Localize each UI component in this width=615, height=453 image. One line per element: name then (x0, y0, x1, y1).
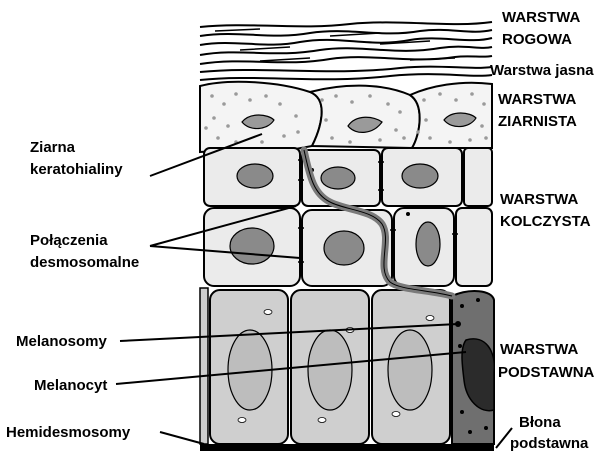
rogowa-label-1: WARSTWA (502, 9, 580, 26)
ziarna-label-2: keratohialiny (30, 161, 123, 178)
podstawna-label-1: WARSTWA (500, 341, 578, 358)
melanosomy-label: Melanosomy (16, 333, 108, 350)
blona-label-2: podstawna (510, 435, 589, 452)
ziarna-label-1: Ziarna (30, 139, 76, 156)
blona-label-1: Błona (519, 414, 561, 431)
ziarnista-label-1: WARSTWA (498, 91, 576, 108)
polaczenia-label-1: Połączenia (30, 232, 108, 249)
polaczenia-label-2: desmosomalne (30, 254, 139, 271)
cornified-layer (200, 22, 492, 72)
jasna-label: Warstwa jasna (490, 62, 594, 79)
hemidesmosomy-label: Hemidesmosomy (6, 424, 131, 441)
kolczysta-label-2: KOLCZYSTA (500, 213, 591, 230)
melanocyt-label: Melanocyt (34, 377, 107, 394)
spinous-layer (204, 148, 492, 286)
granular-layer (200, 82, 492, 153)
melanosomy-dot (455, 321, 461, 327)
hemidesmosomy-leader (160, 432, 204, 444)
podstawna-label-2: PODSTAWNA (498, 364, 595, 381)
basal-layer (200, 288, 450, 444)
structure-labels: Ziarna keratohialiny Połączenia desmosom… (6, 139, 139, 441)
rogowa-label-2: ROGOWA (502, 31, 572, 48)
kolczysta-label-1: WARSTWA (500, 191, 578, 208)
ziarnista-label-2: ZIARNISTA (498, 113, 577, 130)
basement-membrane (200, 444, 494, 451)
layer-labels: WARSTWA ROGOWA Warstwa jasna WARSTWA ZIA… (490, 9, 595, 452)
